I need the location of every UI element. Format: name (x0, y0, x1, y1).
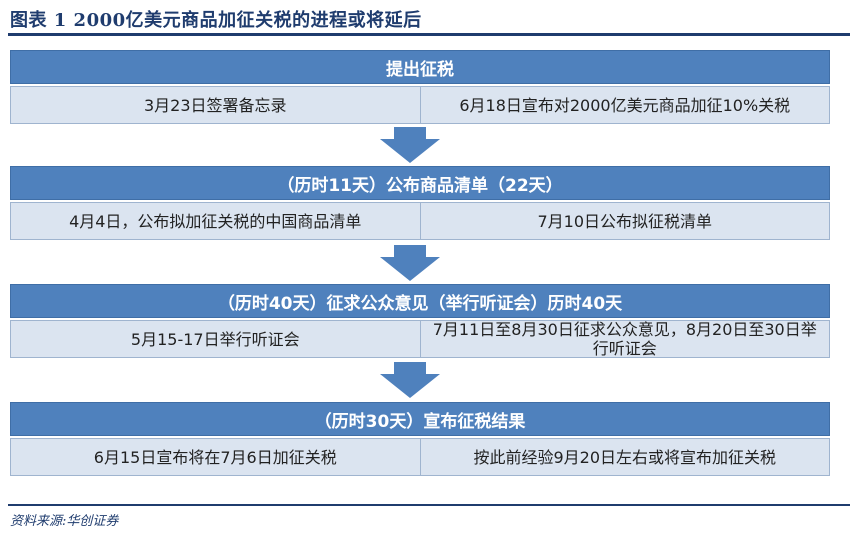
step-2-right: 7月10日公布拟征税清单 (419, 203, 830, 239)
step-2-row: 4月4日，公布拟加征关税的中国商品清单 7月10日公布拟征税清单 (10, 202, 830, 240)
title-rule (8, 33, 850, 36)
step-2-header: （历时11天）公布商品清单（22天） (10, 166, 830, 200)
step-4-row: 6月15日宣布将在7月6日加征关税 按此前经验9月20日左右或将宣布加征关税 (10, 438, 830, 476)
step-1-left: 3月23日签署备忘录 (143, 95, 287, 115)
down-arrow-icon (380, 362, 440, 398)
figure-title: 图表 1 2000亿美元商品加征关税的进程或将延后 (10, 10, 422, 31)
step-4-left: 6月15日宣布将在7月6日加征关税 (93, 447, 337, 467)
step-3-right: 7月11日至8月30日征求公众意见，8月20日至30日举行听证会 (419, 320, 830, 358)
step-1-right: 6月18日宣布对2000亿美元商品加征10%关税 (419, 87, 830, 123)
step-3-row: 5月15-17日举行听证会 7月11日至8月30日征求公众意见，8月20日至30… (10, 320, 830, 358)
source-note: 资料来源:华创证券 (10, 514, 119, 529)
step-3-left: 5月15-17日举行听证会 (130, 329, 300, 349)
footer-rule (8, 504, 850, 506)
down-arrow-icon (380, 127, 440, 163)
step-3-header: （历时40天）征求公众意见（举行听证会）历时40天 (10, 284, 830, 318)
step-2-left: 4月4日，公布拟加征关税的中国商品清单 (69, 211, 362, 231)
step-1-header: 提出征税 (10, 50, 830, 84)
down-arrow-icon (380, 245, 440, 281)
step-4-right: 按此前经验9月20日左右或将宣布加征关税 (419, 439, 830, 475)
step-4-header: （历时30天）宣布征税结果 (10, 402, 830, 436)
step-1-row: 3月23日签署备忘录 6月18日宣布对2000亿美元商品加征10%关税 (10, 86, 830, 124)
